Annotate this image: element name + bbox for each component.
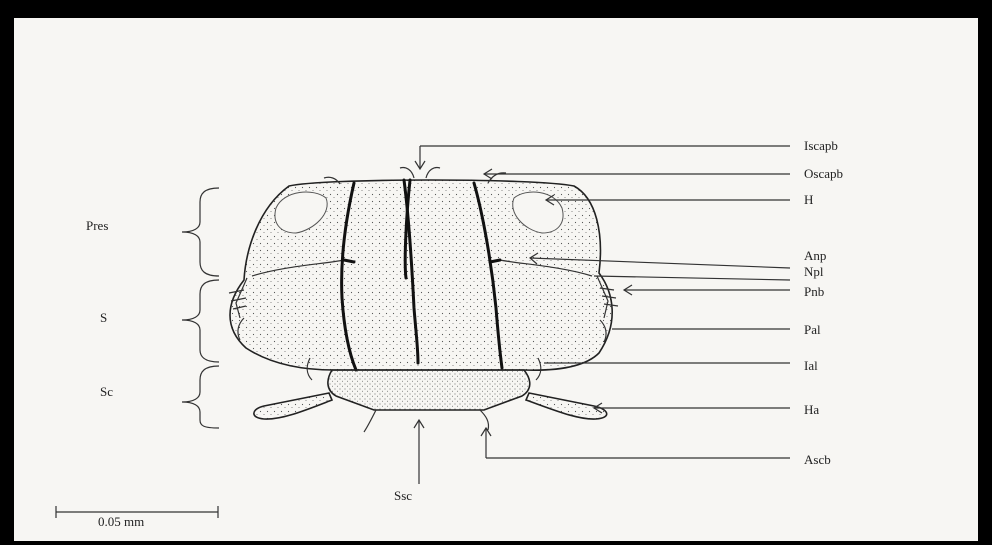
figure-frame: Iscapb Oscapb H Anp Npl Pnb Pal Ial Ha A… bbox=[14, 18, 978, 541]
scale-bar-label: 0.05 mm bbox=[98, 514, 144, 529]
thorax-diagram: Iscapb Oscapb H Anp Npl Pnb Pal Ial Ha A… bbox=[14, 18, 978, 541]
label-sc: Sc bbox=[100, 384, 113, 399]
label-pres: Pres bbox=[86, 218, 108, 233]
label-ha: Ha bbox=[804, 402, 819, 417]
label-ssc: Ssc bbox=[394, 488, 412, 503]
label-iscapb: Iscapb bbox=[804, 138, 838, 153]
label-ial: Ial bbox=[804, 358, 818, 373]
label-s: S bbox=[100, 310, 107, 325]
label-pal: Pal bbox=[804, 322, 821, 337]
scutellum bbox=[328, 370, 530, 410]
label-oscapb: Oscapb bbox=[804, 166, 843, 181]
label-npl: Npl bbox=[804, 264, 824, 279]
mesonotum bbox=[229, 180, 618, 370]
braces bbox=[182, 188, 219, 428]
label-h: H bbox=[804, 192, 813, 207]
scale-bar: 0.05 mm bbox=[56, 506, 218, 529]
label-ascb: Ascb bbox=[804, 452, 831, 467]
label-pnb: Pnb bbox=[804, 284, 824, 299]
label-anp: Anp bbox=[804, 248, 826, 263]
